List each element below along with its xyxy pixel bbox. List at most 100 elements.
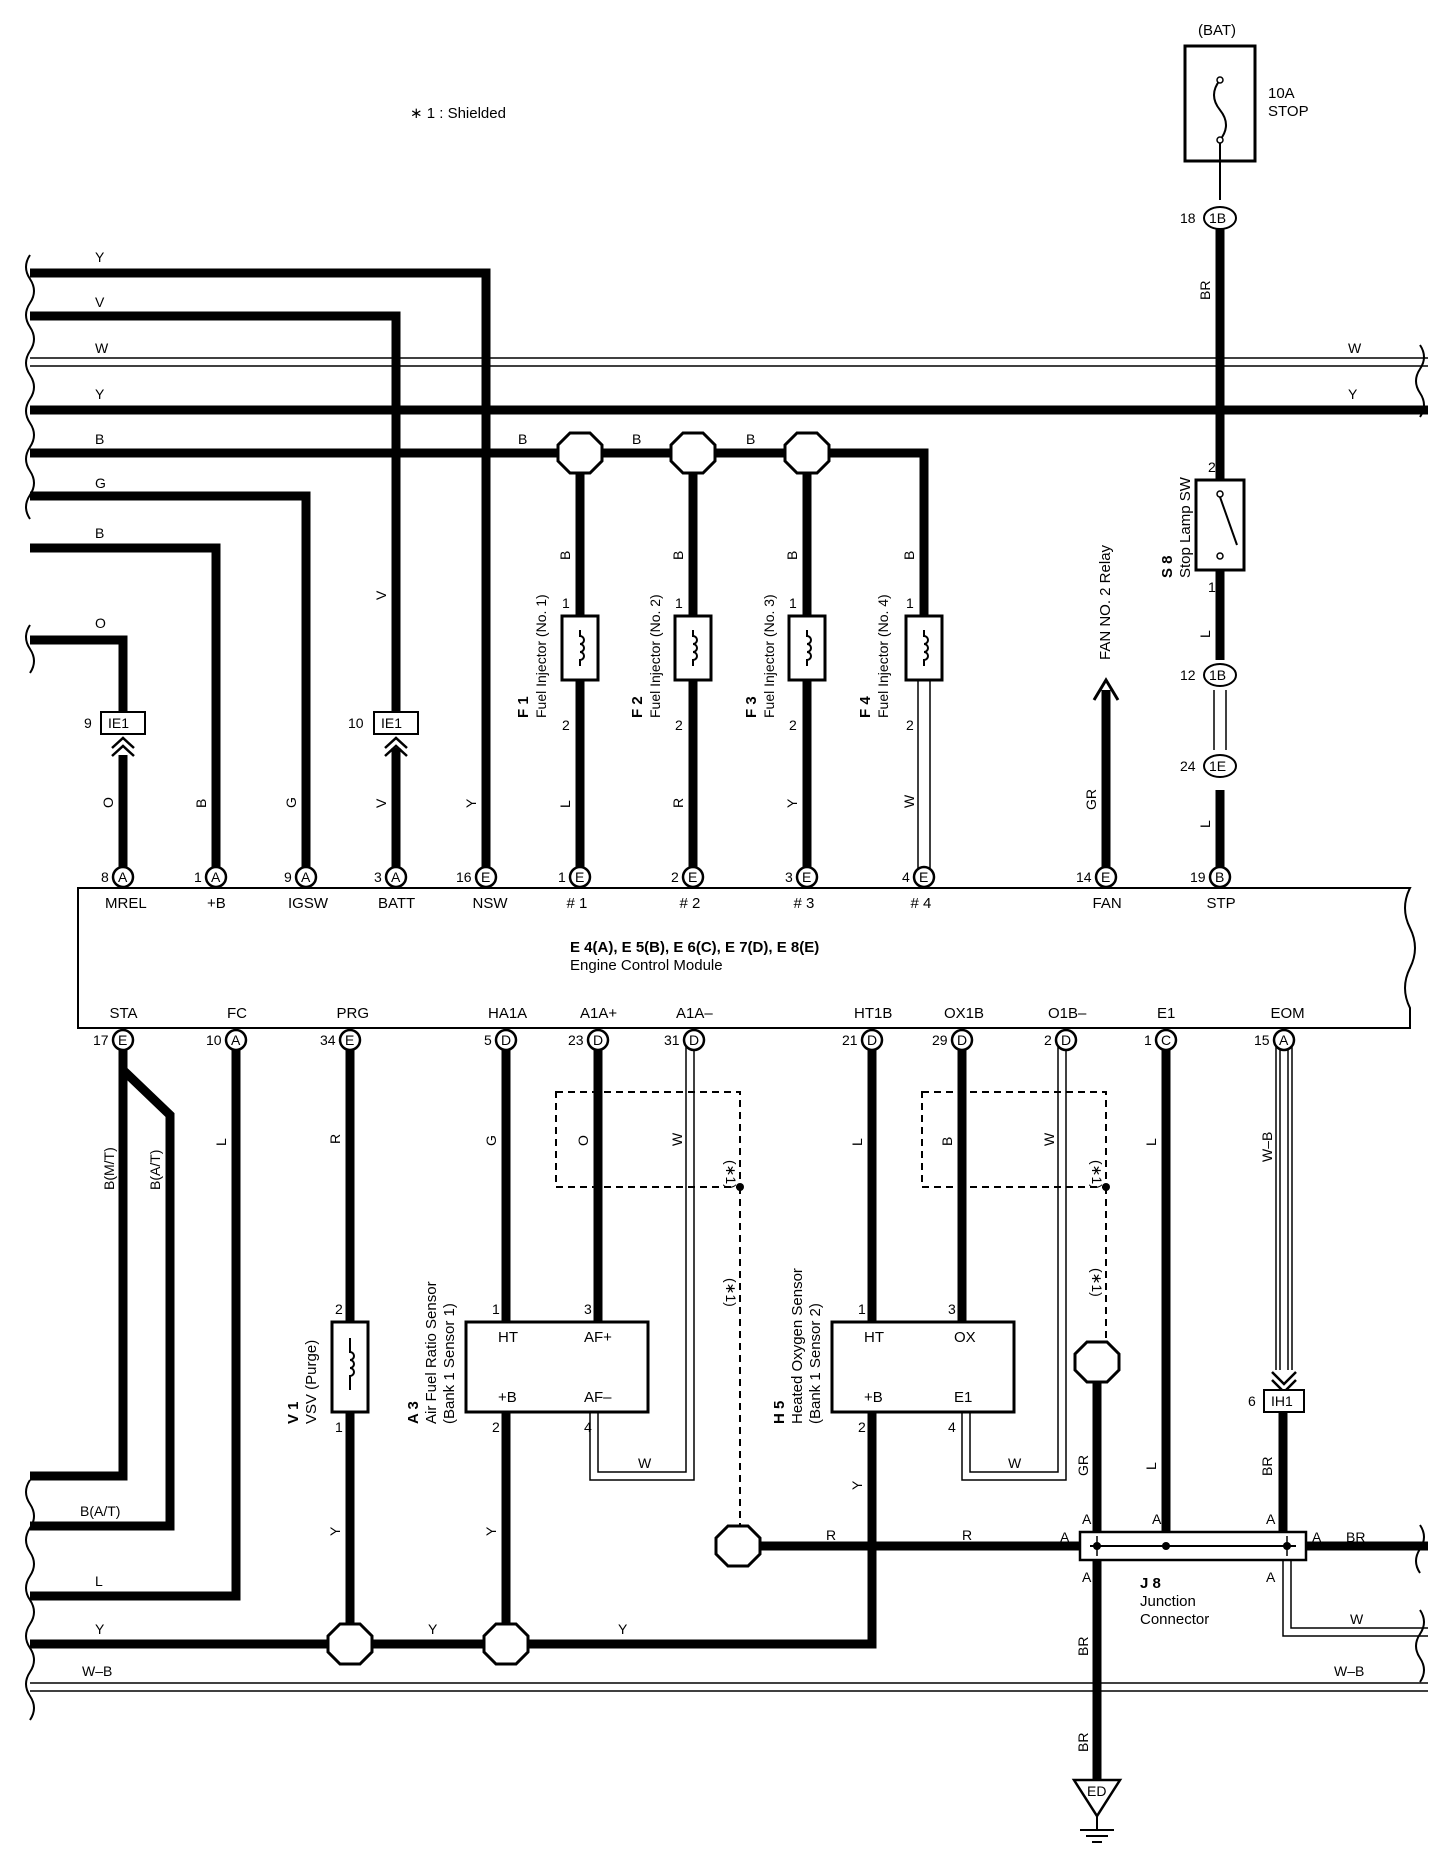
svg-text:B(A/T): B(A/T) — [147, 1150, 163, 1190]
svg-text:Y: Y — [95, 249, 105, 265]
svg-text:B: B — [746, 431, 755, 447]
pin-conn: D — [867, 1032, 877, 1048]
fuse-source: (BAT) — [1198, 22, 1236, 39]
pin-conn: B — [1215, 869, 1224, 885]
pin-conn: E — [345, 1032, 354, 1048]
svg-text:V: V — [373, 590, 389, 600]
svg-text:ED: ED — [1087, 1783, 1106, 1799]
svg-text:1: 1 — [906, 595, 914, 611]
svg-text:1: 1 — [858, 1301, 866, 1317]
svg-text:1B: 1B — [1209, 667, 1226, 683]
svg-text:F 4: F 4 — [857, 696, 874, 718]
pin-num: 16 — [456, 869, 472, 885]
svg-text:Connector: Connector — [1140, 1611, 1209, 1628]
svg-text:(∗1): (∗1) — [1089, 1160, 1105, 1189]
ecm-pin-top-7: E3# 3 — [785, 865, 819, 912]
pin-name: IGSW — [288, 895, 329, 912]
svg-text:(∗1): (∗1) — [723, 1278, 739, 1307]
right-break-marks — [1415, 344, 1425, 1683]
svg-text:L: L — [95, 1573, 103, 1589]
svg-text:4: 4 — [948, 1419, 956, 1435]
svg-text:G: G — [283, 797, 299, 808]
svg-text:OX: OX — [954, 1329, 976, 1346]
shield-note: ∗ 1 : Shielded — [410, 105, 506, 122]
vsv-purge: 2 1 V 1 VSV (Purge) R Y — [285, 1134, 370, 1536]
pin-num: 8 — [101, 869, 109, 885]
svg-text:B: B — [193, 799, 209, 808]
pin-num: 10 — [206, 1032, 222, 1048]
bottom-wire-labels: B(M/T) B(A/T) B(A/T) L Y W–B Y Y R R L L… — [80, 1132, 1365, 1679]
pin-conn: D — [593, 1032, 603, 1048]
pin-name: # 2 — [680, 895, 701, 912]
svg-text:Y: Y — [1348, 386, 1358, 402]
svg-text:18: 18 — [1180, 210, 1196, 226]
svg-text:R: R — [826, 1527, 836, 1543]
left-break-marks — [25, 254, 35, 1721]
pin-name: EOM — [1271, 1005, 1305, 1022]
svg-text:W–B: W–B — [1259, 1132, 1275, 1162]
ecm-pin-top-8: E4# 4 — [902, 865, 936, 912]
pin-num: 1 — [1144, 1032, 1152, 1048]
pin-num: 14 — [1076, 869, 1092, 885]
pin-num: 3 — [374, 869, 382, 885]
svg-text:1: 1 — [789, 595, 797, 611]
svg-text:+B: +B — [498, 1389, 517, 1406]
svg-text:L: L — [557, 800, 573, 808]
svg-text:L: L — [1197, 630, 1213, 638]
pin-conn: A — [391, 869, 401, 885]
top-wire-labels: Y V W Y B G B O B B B W Y O B G V V Y — [95, 249, 1362, 808]
pin-name: # 1 — [567, 895, 588, 912]
svg-text:Y: Y — [95, 1621, 105, 1637]
svg-text:1: 1 — [492, 1301, 500, 1317]
svg-text:1: 1 — [1208, 579, 1216, 595]
svg-text:1B: 1B — [1209, 210, 1226, 226]
pin-conn: C — [1161, 1032, 1171, 1048]
pin-name: STA — [110, 1005, 138, 1022]
pin-num: 9 — [284, 869, 292, 885]
svg-text:L: L — [213, 1138, 229, 1146]
junction-connector-j8: J 8 Junction Connector A A A A A A A — [1060, 1511, 1322, 1628]
svg-text:Fuel Injector (No. 1): Fuel Injector (No. 1) — [533, 594, 549, 718]
svg-text:IE1: IE1 — [108, 715, 129, 731]
fuse-stop: (BAT) 10A STOP — [1183, 22, 1309, 200]
svg-text:BR: BR — [1259, 1457, 1275, 1476]
svg-text:A: A — [1082, 1511, 1092, 1527]
pin-name: BATT — [378, 895, 415, 912]
fan-relay-wire: FAN NO. 2 Relay GR — [1083, 544, 1120, 810]
svg-text:BR: BR — [1075, 1733, 1091, 1752]
svg-text:G: G — [95, 475, 106, 491]
ground-ed: ED BR BR — [1071, 1637, 1123, 1843]
pin-num: 5 — [484, 1032, 492, 1048]
svg-text:R: R — [327, 1134, 343, 1144]
pin-conn: E — [919, 869, 928, 885]
pin-num: 4 — [902, 869, 910, 885]
svg-text:F 3: F 3 — [743, 696, 760, 718]
svg-text:V: V — [95, 294, 105, 310]
svg-text:R: R — [670, 798, 686, 808]
svg-text:W: W — [1350, 1611, 1364, 1627]
shield-tags: (∗1) (∗1) (∗1) (∗1) — [723, 1160, 1105, 1307]
svg-text:B: B — [557, 551, 573, 560]
svg-text:(∗1): (∗1) — [1089, 1268, 1105, 1297]
pin-conn: A — [118, 869, 128, 885]
svg-text:B: B — [95, 431, 104, 447]
pin-num: 17 — [93, 1032, 109, 1048]
pin-num: 29 — [932, 1032, 948, 1048]
pin-conn: E — [1101, 869, 1110, 885]
pin-conn: A — [211, 869, 221, 885]
injector-labels: F 1 Fuel Injector (No. 1) F 2 Fuel Injec… — [515, 551, 917, 808]
svg-text:B: B — [901, 551, 917, 560]
pin-name: OX1B — [944, 1005, 984, 1022]
svg-text:2: 2 — [858, 1419, 866, 1435]
svg-text:FAN NO. 2 Relay: FAN NO. 2 Relay — [1097, 544, 1114, 660]
svg-text:W: W — [638, 1455, 652, 1471]
svg-text:O: O — [575, 1135, 591, 1146]
ox-sensor: HT OX +B E1 1 3 2 4 H 5 Heated Oxygen Se… — [771, 1132, 1057, 1490]
svg-text:AF–: AF– — [584, 1389, 612, 1406]
